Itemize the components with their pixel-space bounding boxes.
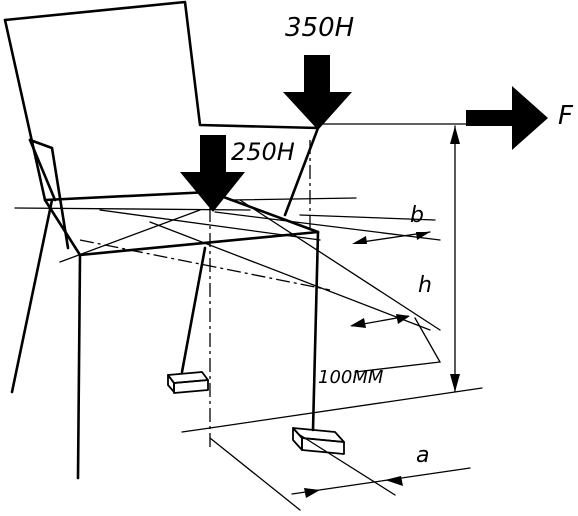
load-arrow-350h: 350H — [283, 13, 354, 130]
dimension-h-label: h — [418, 273, 432, 298]
load-arrow-f: F — [466, 86, 574, 150]
chair-legs — [10, 198, 320, 480]
stop-block-rear — [167, 371, 209, 394]
heavy-arrow-icon — [283, 55, 352, 130]
load-350h-label: 350H — [285, 13, 354, 43]
heavy-arrow-icon — [180, 135, 245, 212]
dimension-b-label: b — [410, 203, 424, 228]
center-lines — [79, 140, 331, 448]
dimension-100mm-label: 100MM — [318, 367, 384, 388]
dimension-100mm: 100MM — [318, 314, 410, 388]
chair-backrest — [3, 0, 320, 250]
dimension-b: b — [352, 203, 431, 244]
construction-lines — [14, 123, 483, 511]
heavy-arrow-icon — [466, 86, 548, 150]
load-250h-label: 250H — [231, 138, 295, 166]
dimension-h: h — [418, 125, 460, 393]
load-arrow-250h: 250H — [180, 135, 295, 212]
dimension-a-label: a — [416, 443, 429, 468]
load-f-label: F — [558, 101, 574, 131]
dimension-a: a — [291, 443, 471, 498]
stop-block-front — [292, 427, 345, 455]
